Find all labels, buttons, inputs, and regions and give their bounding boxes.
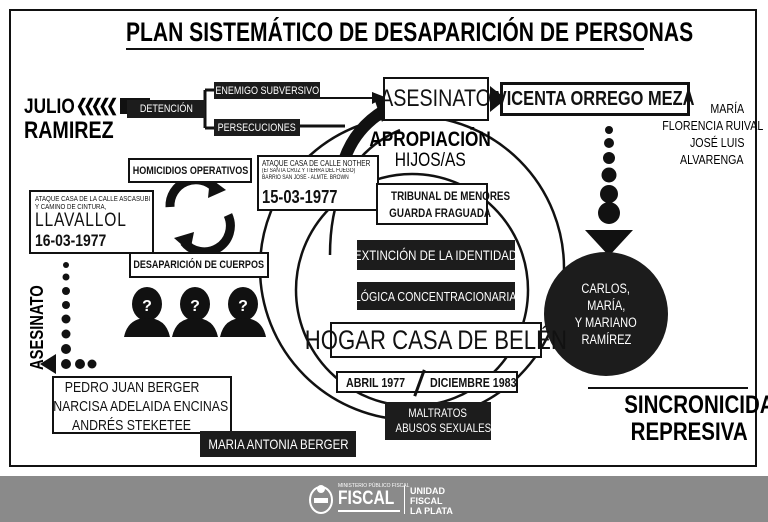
- carlos-text: CARLOS, MARÍA, Y MARIANO RAMÍREZ: [575, 281, 637, 347]
- chevron-icons: ❮❮❮❮❮: [76, 96, 118, 115]
- maltratos-box: MALTRATOS ABUSOS SEXUALES: [385, 402, 491, 440]
- footer-bar: MINISTERIO PÚBLICO FISCAL FISCAL UNIDAD …: [0, 476, 768, 522]
- detencion-box: DETENCIÓN: [127, 100, 205, 118]
- vicenta-box: VICENTA ORREGO MEZA: [496, 82, 694, 116]
- maria-florencia-list: MARÍA FLORENCIA RUIVAL JOSÉ LUIS ALVAREN…: [662, 101, 764, 167]
- page-title: PLAN SISTEMÁTICO DE DESAPARICIÓN DE PERS…: [126, 17, 694, 47]
- asesinato-box: ASESINATO: [381, 77, 491, 121]
- ataque2-box: ATAQUE CASA DE CALLE NOTHER (E/ SANTA CR…: [257, 155, 379, 211]
- enemigo-box: ENEMIGO SUBVERSIVO: [214, 82, 320, 99]
- desaparicion-box: DESAPARICIÓN DE CUERPOS: [129, 252, 269, 278]
- apropiacion-label: APROPIACIÓN: [369, 128, 491, 151]
- carlos-circle: [544, 252, 668, 376]
- svg-text:?: ?: [190, 298, 200, 315]
- victim-item: NARCISA ADELAIDA ENCINAS: [53, 398, 229, 415]
- ministerio-text: MINISTERIO PÚBLICO FISCAL: [338, 483, 410, 489]
- dot: [605, 126, 613, 134]
- logica-box: LÓGICA CONCENTRACIONARIA: [355, 282, 517, 310]
- svg-text:?: ?: [238, 298, 248, 315]
- hogar-box: HOGAR CASA DE BELÉN: [305, 322, 567, 358]
- homicidios-box: HOMICIDIOS OPERATIVOS: [128, 158, 252, 183]
- sincronicidad-label: SINCRONICIDAD REPRESIVA: [624, 391, 768, 446]
- fiscal-logo-text: FISCAL: [338, 488, 395, 509]
- persecuciones-box: PERSECUCIONES: [214, 119, 300, 136]
- victim-item: PEDRO JUAN BERGER: [64, 379, 200, 396]
- extincion-box: EXTINCIÓN DE LA IDENTIDAD: [354, 240, 518, 270]
- dates-box: ABRIL 1977 DICIEMBRE 1983: [336, 369, 518, 397]
- unidad-fiscal-text: UNIDAD FISCAL LA PLATA: [410, 486, 453, 516]
- svg-text:?: ?: [142, 298, 152, 315]
- julio-label: JULIO: [24, 95, 75, 118]
- down-triangle: [585, 230, 633, 256]
- victim-item: ANDRÉS STEKETEE: [72, 417, 192, 434]
- tribunal-box: TRIBUNAL DE MENORES GUARDA FRAGUADA: [376, 183, 510, 225]
- ataque1-box: ATAQUE CASA DE LA CALLE ASCASUBI Y CAMIN…: [29, 190, 154, 254]
- hijos-label: HIJOS/AS: [394, 150, 466, 171]
- victims-list: PEDRO JUAN BERGER NARCISA ADELAIDA ENCIN…: [52, 376, 232, 434]
- maria-antonia-box: MARIA ANTONIA BERGER: [200, 431, 356, 457]
- person-silhouettes: [124, 287, 266, 337]
- asesinato-vertical-label: ASESINATO: [27, 285, 47, 370]
- ramirez-label: RAMIREZ: [24, 117, 114, 144]
- coat-of-arms-logo: [309, 485, 333, 514]
